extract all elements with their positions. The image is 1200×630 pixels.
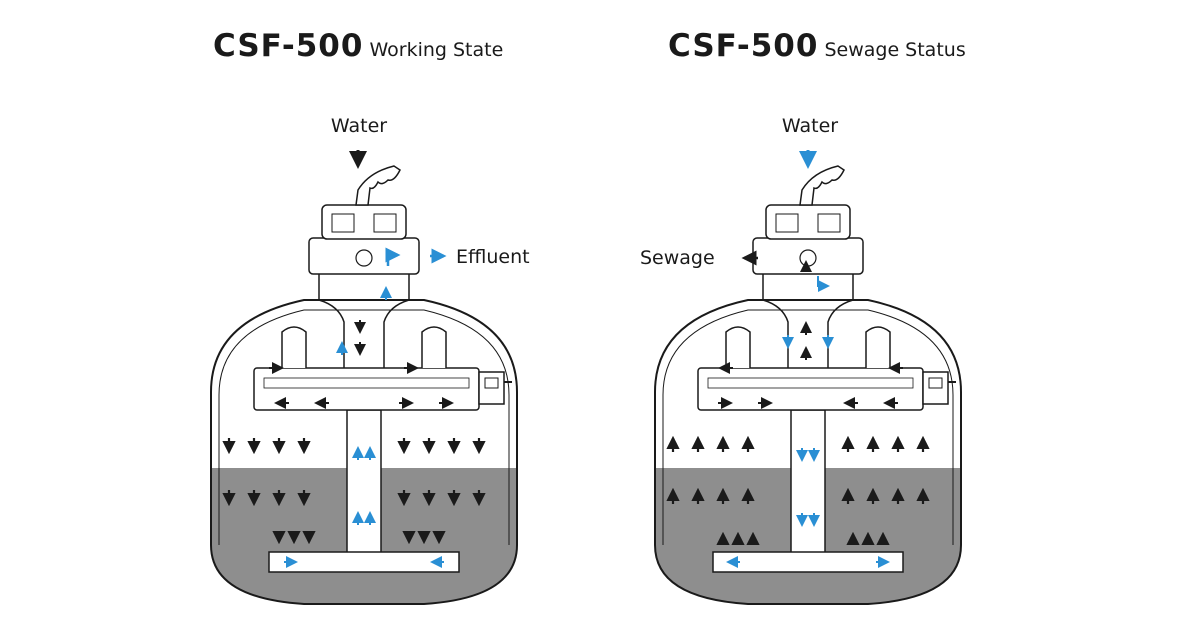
left-state-label: Working State <box>369 39 504 61</box>
elbow-arrow-icon <box>817 276 830 292</box>
left-neck-upflow <box>336 286 392 355</box>
elbow-arrow-icon <box>385 247 401 266</box>
right-neck-downflow <box>782 335 834 349</box>
left-filter-diagram: Water Effluent <box>210 115 530 605</box>
right-riser-downflow <box>726 448 890 568</box>
left-model-name: CSF-500 <box>213 28 364 64</box>
right-state-label: Sewage Status <box>824 39 966 61</box>
right-bed-upflow <box>666 435 930 545</box>
left-water-label: Water <box>331 115 387 137</box>
right-filter-diagram: Water Sewage <box>640 115 962 605</box>
right-model-name: CSF-500 <box>668 28 819 64</box>
right-manifold-flow <box>718 362 903 409</box>
left-bed-downflow <box>222 438 486 545</box>
effluent-label: Effluent <box>456 246 530 268</box>
left-manifold-flow <box>269 362 454 409</box>
left-riser-upflow <box>284 446 444 568</box>
left-filter-tank <box>210 165 518 605</box>
right-filter-tank <box>654 165 962 605</box>
right-water-label: Water <box>782 115 838 137</box>
sewage-label: Sewage <box>640 247 715 269</box>
